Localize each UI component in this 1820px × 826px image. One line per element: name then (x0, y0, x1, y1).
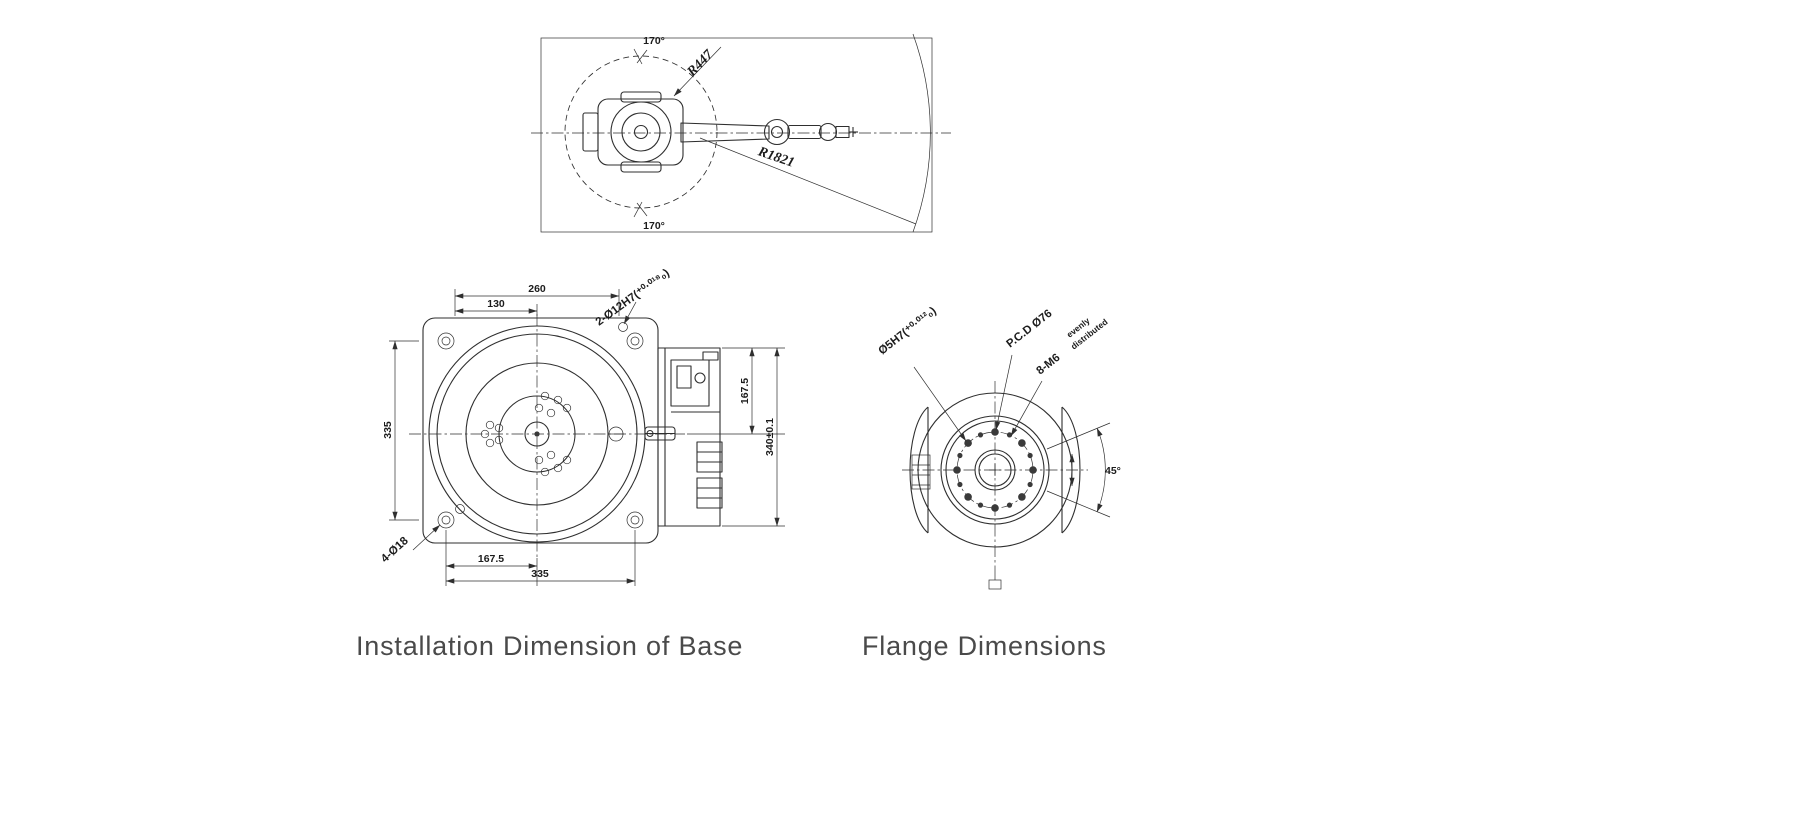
base-installation-drawing: 260 130 335 167.5 335 167.5 340±0.1 2-Ø1… (379, 266, 785, 586)
left-clamp-detail (911, 454, 931, 490)
outer-radius-label: R1821 (755, 144, 796, 171)
turntable-side-feature (608, 426, 624, 442)
base-dimension-lines (392, 293, 780, 584)
label-mounting-holes: 4-Ø18 (379, 535, 411, 566)
dim-bottom-half-width: 167.5 (478, 553, 504, 565)
max-reach-arc (912, 33, 931, 233)
center-cross-mark (989, 464, 1001, 476)
flange-label-leaders (913, 354, 1043, 442)
dim-left-height: 335 (382, 421, 394, 439)
robot-arm-top-view (582, 91, 858, 173)
flange-disc (940, 415, 1050, 525)
drive-housing (657, 347, 723, 527)
label-locating-pin-holes: 2-Ø12H7(⁺⁰·⁰¹⁸₀) (593, 266, 672, 328)
base-drawing-caption: Installation Dimension of Base (356, 631, 744, 661)
dim-hole-spacing-angle: 45° (1105, 465, 1121, 477)
flange-dimensions-drawing: Ø5H7(⁺⁰·⁰¹²₀) P.C.D Ø76 8-M6 evenly dist… (876, 304, 1121, 590)
label-tapped-holes: 8-M6 (1034, 352, 1062, 378)
base-plate-outline (422, 317, 659, 544)
base-crosshair-centerlines (409, 314, 685, 558)
inner-radius-leader-line (673, 46, 722, 97)
label-pin-hole: Ø5H7(⁺⁰·⁰¹²₀) (876, 304, 939, 357)
dim-right-total: 340±0.1 (764, 418, 776, 456)
rotation-limit-ticks (633, 48, 648, 218)
rotation-limit-top-label: 170° (643, 35, 665, 47)
angle-dimension-lines (1046, 422, 1111, 518)
rotation-limit-bottom-label: 170° (643, 220, 665, 232)
max-reach-radius-line (699, 137, 917, 225)
flange-bolt-holes (953, 428, 1037, 512)
base-rotation-envelope-circle (564, 55, 718, 209)
dim-top-width: 260 (528, 283, 546, 295)
locating-pin-holes (455, 322, 628, 514)
dim-bottom-width: 335 (531, 568, 549, 580)
turntable-lever (644, 426, 676, 441)
top-view-working-range-drawing: 170° 170° R447 R1821 (531, 33, 951, 233)
dim-right-upper: 167.5 (739, 378, 751, 404)
label-pitch-circle: P.C.D Ø76 (1004, 308, 1054, 351)
datum-symbol (988, 575, 1002, 590)
turntable-hole-clusters (480, 391, 572, 477)
corner-mounting-holes (437, 332, 644, 529)
flange-drawing-caption: Flange Dimensions (862, 631, 1107, 661)
inner-radius-label: R447 (684, 47, 717, 81)
drawing-frame (540, 37, 933, 233)
dim-top-half-width: 130 (487, 298, 505, 310)
